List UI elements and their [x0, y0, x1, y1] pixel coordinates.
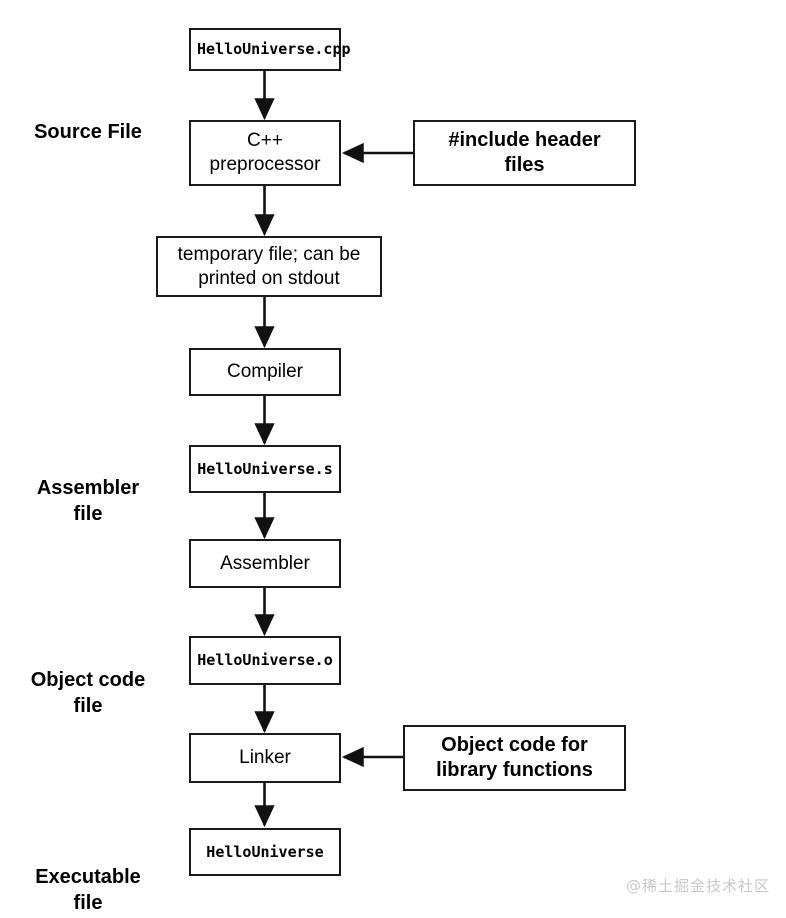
node-hellouniverse-executable[interactable]: HelloUniverse	[189, 828, 341, 876]
stage-label-executable-file: Executable file	[23, 838, 153, 916]
node-compiler-text: Compiler	[226, 361, 304, 383]
stage-label-assembler-file: Assembler file	[23, 449, 153, 527]
node-hellouniverse-o[interactable]: HelloUniverse.o	[189, 636, 341, 685]
node-hellouniverse-s[interactable]: HelloUniverse.s	[189, 445, 341, 493]
node-hellouniverse-cpp[interactable]: HelloUniverse.cpp	[189, 28, 351, 71]
node-include-header-files[interactable]: #include header files	[413, 120, 636, 186]
node-object-code-library[interactable]: Object code for library functions	[403, 725, 626, 791]
node-temporary-file[interactable]: temporary file; can be printed on stdout	[156, 236, 382, 297]
node-temporary-file-text: temporary file; can be printed on stdout	[177, 243, 361, 289]
stage-label-source-file: Source File	[23, 93, 153, 145]
node-hellouniverse-o-text: HelloUniverse.o	[197, 651, 333, 670]
node-cpp-preprocessor[interactable]: C++ preprocessor	[189, 120, 341, 186]
node-linker[interactable]: Linker	[189, 733, 341, 783]
node-hellouniverse-executable-text: HelloUniverse	[206, 842, 324, 861]
node-include-header-files-text: #include header files	[448, 129, 601, 176]
node-assembler[interactable]: Assembler	[189, 539, 341, 588]
node-compiler[interactable]: Compiler	[189, 348, 341, 396]
stage-label-executable-file-text: Executable file	[35, 866, 141, 914]
node-hellouniverse-s-text: HelloUniverse.s	[197, 459, 333, 478]
node-linker-text: Linker	[239, 747, 291, 769]
stage-label-object-code-file-text: Object code file	[30, 669, 146, 717]
stage-label-source-file-text: Source File	[34, 121, 142, 143]
stage-label-assembler-file-text: Assembler file	[36, 477, 140, 525]
stage-label-object-code-file: Object code file	[23, 641, 153, 719]
node-assembler-text: Assembler	[220, 552, 310, 574]
watermark: @稀土掘金技术社区	[625, 877, 770, 895]
node-object-code-library-text: Object code for library functions	[436, 734, 593, 781]
node-cpp-preprocessor-text: C++ preprocessor	[209, 130, 321, 175]
node-hellouniverse-cpp-text: HelloUniverse.cpp	[197, 40, 351, 59]
